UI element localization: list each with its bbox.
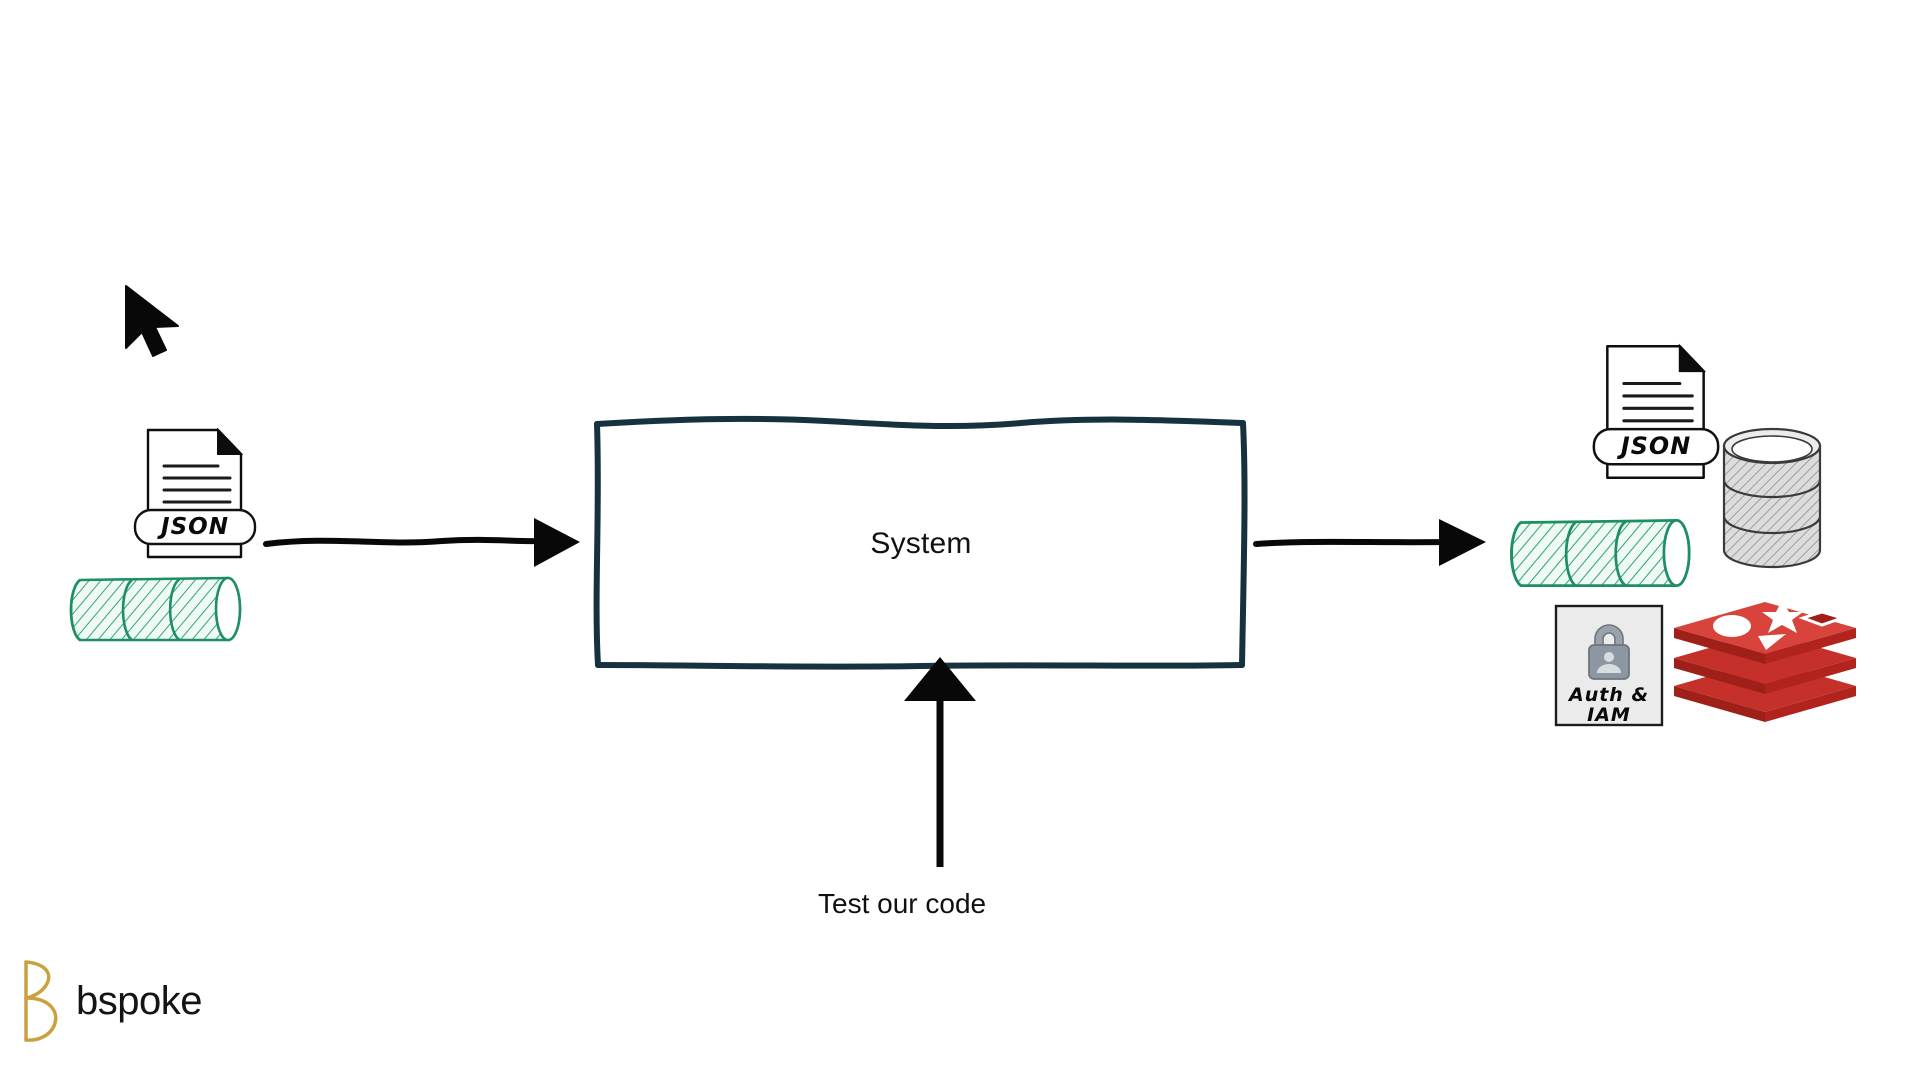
test-arrow (890, 655, 990, 871)
bspoke-b-mark-icon (18, 958, 62, 1044)
auth-iam-label-line1: Auth & (1567, 684, 1649, 706)
input-arrow (262, 512, 592, 572)
green-cylinder-icon-right (1497, 512, 1712, 594)
json-badge-label-left: JSON (157, 514, 229, 540)
test-our-code-label: Test our code (818, 888, 987, 919)
redis-layers-icon (1670, 592, 1860, 722)
green-cylinder-icon-left (62, 570, 257, 648)
lock-user-icon (1588, 624, 1630, 680)
output-arrow (1253, 514, 1494, 570)
grey-database-stack-icon (1710, 420, 1840, 580)
system-box[interactable]: System (593, 415, 1248, 670)
brand-logo: bspoke (18, 958, 202, 1044)
brand-wordmark: bspoke (76, 978, 202, 1023)
json-badge-label-right: JSON (1617, 432, 1691, 460)
cursor-pointer-icon (118, 282, 208, 362)
system-box-label: System (870, 527, 972, 560)
json-document-icon-left: JSON (133, 424, 257, 564)
json-document-icon-right: JSON (1592, 340, 1720, 485)
auth-iam-label-line2: IAM (1587, 704, 1631, 726)
auth-iam-card: Auth & IAM (1553, 603, 1665, 728)
